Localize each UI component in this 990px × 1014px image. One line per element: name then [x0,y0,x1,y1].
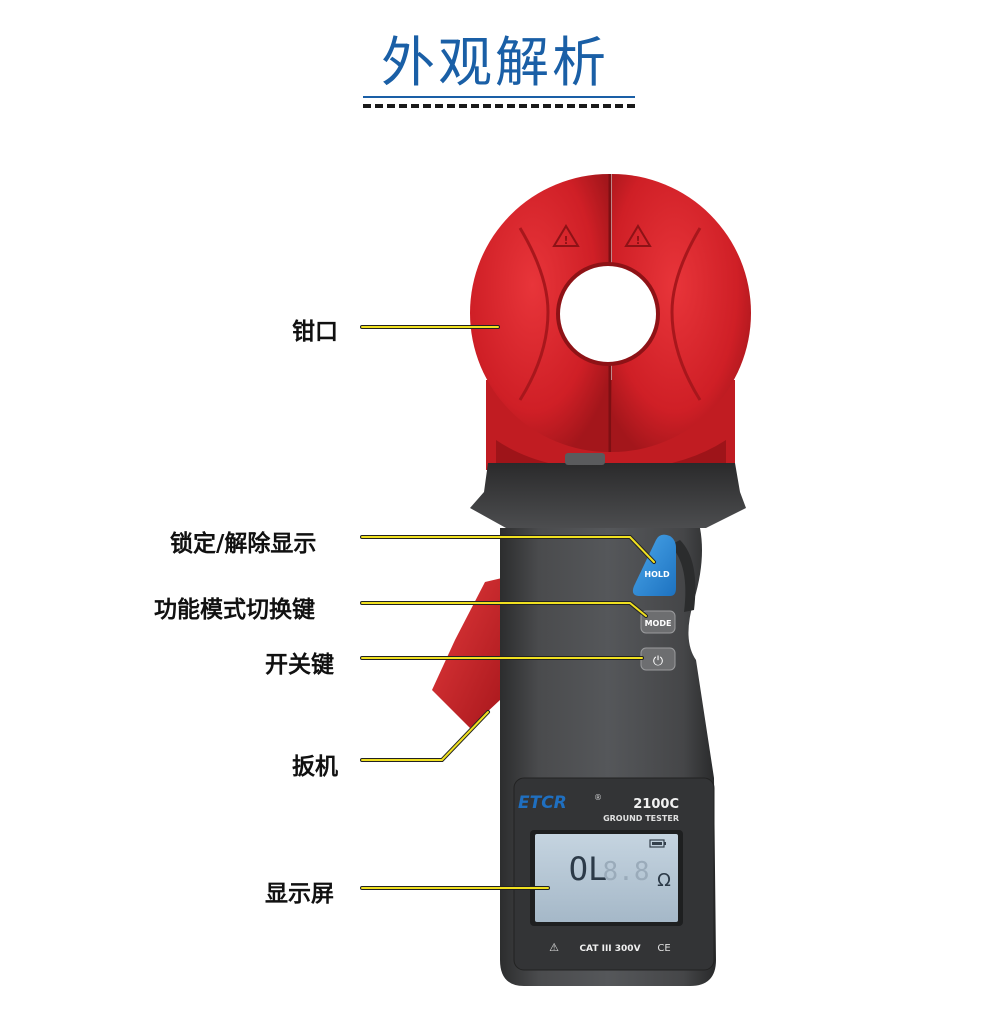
jaw-opening [556,262,660,366]
thumb-rest [670,540,696,612]
jaw-warning-icon-right: ! [624,224,652,247]
callout-jaw-label: 钳口 [292,319,338,345]
hold-button[interactable]: HOLD [632,534,676,596]
lcd-reading: OL [569,850,608,888]
power-button[interactable]: ⏻ [640,647,676,671]
leader-mode [361,602,647,617]
mode-button-label: MODE [645,619,672,628]
trigger[interactable] [432,578,502,728]
callout-mode-label: 功能模式切换键 [154,597,315,623]
callout-trigger-label: 扳机 [292,754,338,780]
page-title: 外观解析 [381,31,609,94]
callout-hold-label: 锁定/解除显示 [170,531,317,557]
warning-icon: ⚠ [549,941,559,954]
leader-lines [360,325,656,890]
hold-button-label: HOLD [644,570,670,579]
callout-display-label: 显示屏 [265,881,334,907]
model-subtitle: GROUND TESTER [603,814,679,823]
power-icon: ⏻ [653,654,663,669]
svg-text:!: ! [563,234,568,247]
brand-logo: ETCR [518,793,567,813]
safety-rating: CAT III 300V [579,944,640,954]
leader-trigger [361,711,489,761]
callout-power-label: 开关键 [265,652,334,678]
registered-mark: ® [594,793,602,802]
body-collar [470,463,746,528]
title-dashed-rule [363,104,635,108]
lcd-unit-ohm: Ω [657,870,671,891]
jaw-hinge [565,453,605,465]
lcd-screen [535,834,678,922]
model-number: 2100C [633,797,679,812]
leader-hold [361,536,655,563]
ce-mark: CE [657,943,670,954]
clamp-jaw: ! ! [470,174,751,452]
title-underline [363,96,635,98]
mode-button[interactable]: MODE [640,610,676,634]
jaw-warning-icon-left: ! [552,224,580,247]
display-panel: ETCR ® 2100C GROUND TESTER OL 8.8 Ω ⚠ CA… [513,777,715,971]
lcd-ghost-segments: 8.8 [603,857,650,887]
svg-text:!: ! [635,234,640,247]
